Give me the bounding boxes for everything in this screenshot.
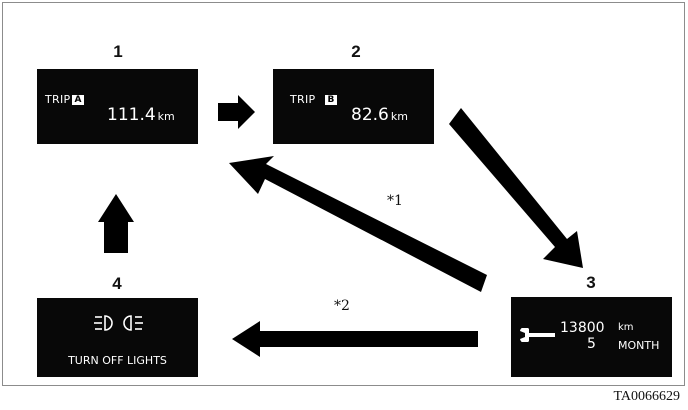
maintenance-distance: 13800 — [560, 320, 605, 336]
trip-b-badge: B — [325, 95, 337, 105]
arrow-3-to-1 — [229, 156, 487, 292]
trip-a-badge: A — [72, 95, 84, 105]
note-2: *2 — [334, 298, 350, 314]
wrench-icon — [520, 328, 555, 342]
headlight-icon — [94, 315, 143, 331]
turn-off-lights-display: TURN OFF LIGHTS — [37, 298, 198, 377]
arrow-4-to-1 — [98, 194, 134, 253]
maintenance-display: 13800 km 5 MONTH — [511, 297, 672, 377]
panel-number-1: 1 — [113, 42, 123, 61]
arrow-2-to-3 — [449, 108, 583, 268]
turn-off-lights-text: TURN OFF LIGHTS — [68, 354, 167, 367]
maintenance-months-unit: MONTH — [618, 339, 660, 352]
panel-number-2: 2 — [351, 42, 361, 61]
note-1: *1 — [387, 193, 403, 209]
maintenance-distance-unit: km — [618, 322, 634, 333]
figure-code: TA0066629 — [613, 389, 680, 404]
arrow-1-to-2 — [218, 95, 255, 129]
arrow-3-to-4 — [232, 321, 478, 357]
panel-number-3: 3 — [586, 273, 596, 292]
maintenance-months: 5 — [587, 336, 596, 352]
panel-number-4: 4 — [112, 274, 122, 293]
